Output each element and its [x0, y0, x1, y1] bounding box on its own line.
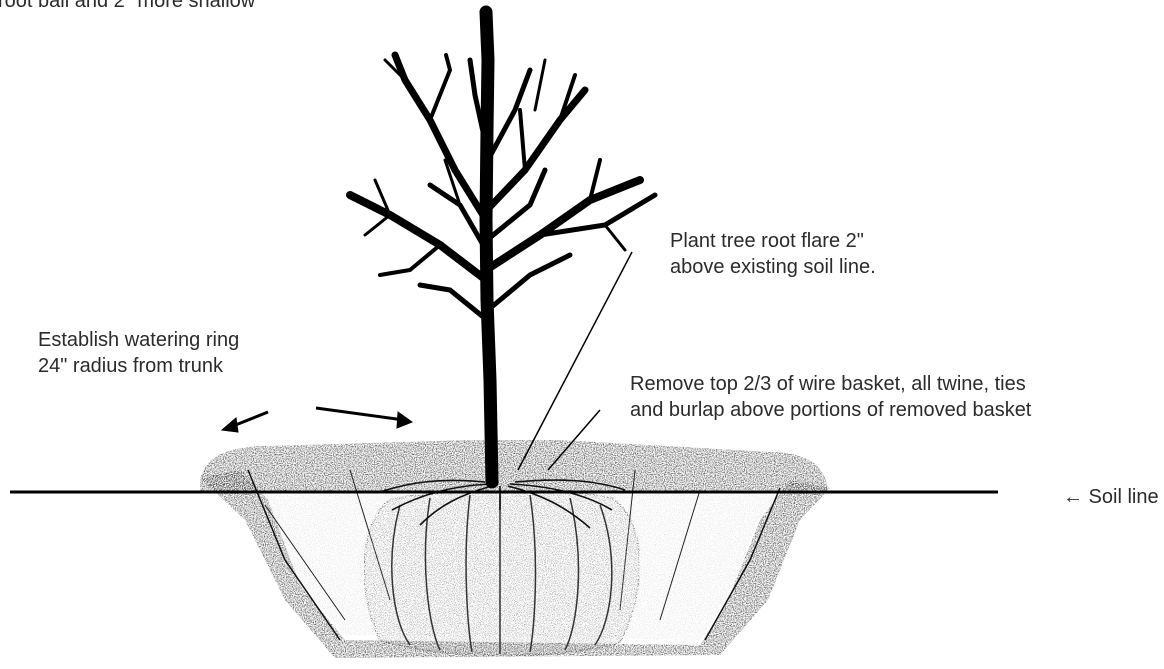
root-flare-label-line-1: Plant tree root flare 2" — [670, 228, 876, 254]
watering-ring-label: Establish watering ring 24" radius from … — [38, 327, 239, 379]
basket-label-line-2: and burlap above portions of removed bas… — [630, 397, 1031, 423]
basket-label: Remove top 2/3 of wire basket, all twine… — [630, 371, 1031, 423]
watering-ring-label-line-2: 24" radius from trunk — [38, 353, 239, 379]
ring-arrow-right-head — [397, 412, 412, 428]
root-flare-leader — [518, 252, 632, 470]
ring-arrow-left-head — [222, 418, 238, 432]
watering-ring-label-line-1: Establish watering ring — [38, 327, 239, 353]
ring-arrow-right — [316, 408, 404, 420]
root-flare-label: Plant tree root flare 2" above existing … — [670, 228, 876, 280]
soil-line-label: ← Soil line — [1063, 484, 1159, 510]
basket-label-line-1: Remove top 2/3 of wire basket, all twine… — [630, 371, 1031, 397]
root-flare-label-line-2: above existing soil line. — [670, 254, 876, 280]
tree — [350, 12, 655, 482]
root-ball — [364, 491, 639, 656]
top-note-label: root ball and 2" more shallow — [0, 0, 255, 14]
